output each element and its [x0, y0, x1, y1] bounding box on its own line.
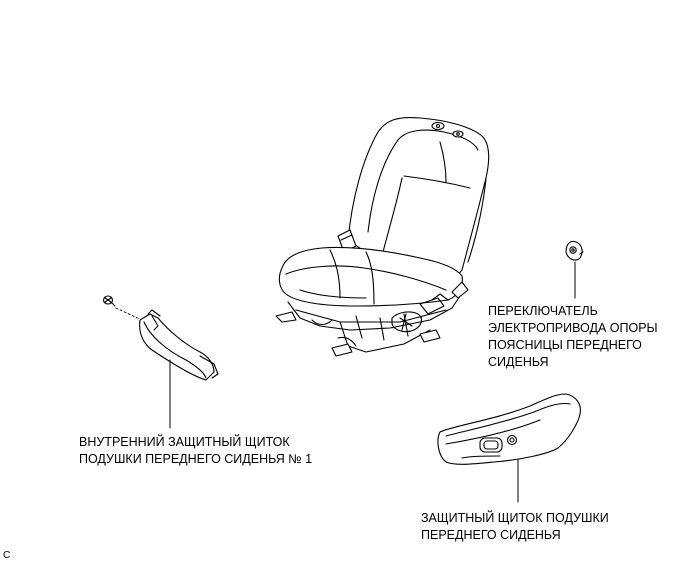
- lumbar-switch-part: [565, 240, 584, 299]
- lumbar-switch-label: ПЕРЕКЛЮЧАТЕЛЬ ЭЛЕКТРОПРИВОДА ОПОРЫ ПОЯСН…: [488, 304, 658, 369]
- cushion-shield-label: ЗАЩИТНЫЙ ЩИТОК ПОДУШКИ ПЕРЕДНЕГО СИДЕНЬЯ: [421, 511, 609, 542]
- front-seat-illustration: [275, 116, 490, 357]
- inner-shield-label: ВНУТРЕННИЙ ЗАЩИТНЫЙ ЩИТОК ПОДУШКИ ПЕРЕДН…: [79, 435, 313, 466]
- inner-shield-part: [139, 309, 219, 429]
- seatback: [347, 116, 490, 287]
- cushion-shield-part: [437, 393, 581, 503]
- screw-part: [102, 295, 147, 323]
- seat-frame: [287, 295, 461, 331]
- figure-code: C: [3, 550, 11, 561]
